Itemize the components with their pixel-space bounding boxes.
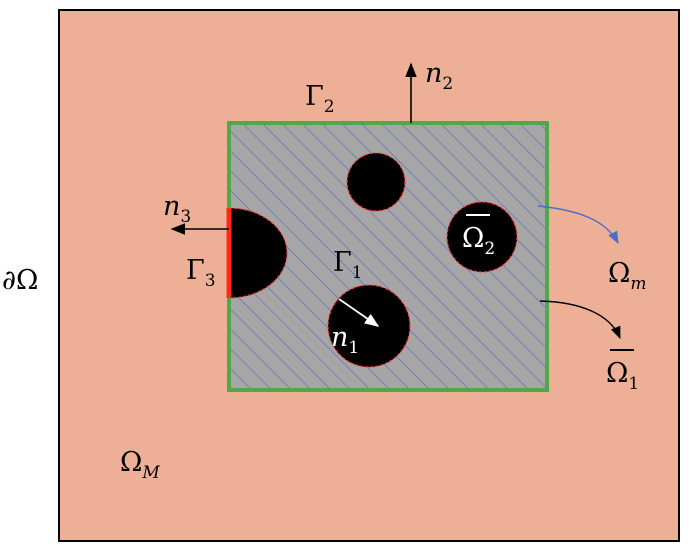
label-inclusion-domain-2-text: Ω2 <box>462 223 495 259</box>
label-normal1-sub: 1 <box>348 338 359 358</box>
label-inclusion-domain-1-text: Ω1 <box>606 358 639 394</box>
label-normal2-base: n <box>425 58 442 89</box>
normal1-arrow <box>338 298 380 327</box>
label-macro-domain-base: Ω <box>120 447 142 478</box>
label-normal3-sub: 3 <box>180 207 191 227</box>
label-normal3: n3 <box>163 191 191 227</box>
label-gamma1-base: Γ <box>333 247 352 278</box>
label-gamma1-sub: 1 <box>352 263 363 283</box>
label-gamma1: Γ1 <box>333 247 363 283</box>
label-gamma2-sub: 2 <box>324 97 335 117</box>
label-inclusion-domain-1: Ω1 <box>606 349 639 394</box>
label-outer-boundary-base: ∂Ω <box>2 265 38 296</box>
micro-domain-pointer-arrow <box>537 205 619 245</box>
label-normal1-base: n <box>331 322 348 353</box>
label-inclusion-domain-2-sub: 2 <box>484 239 495 259</box>
label-inclusion-domain-2-base: Ω <box>462 223 484 254</box>
label-micro-domain-base: Ω <box>608 258 630 289</box>
label-gamma3-base: Γ <box>186 255 205 286</box>
label-inclusion-domain-1-sub: 1 <box>628 374 639 394</box>
inclusion-right <box>446 201 518 273</box>
label-macro-domain-sub: M <box>141 463 160 483</box>
label-inclusion-domain-2: Ω2 <box>462 214 495 259</box>
label-gamma3-sub: 3 <box>205 271 216 291</box>
inclusion-domain-pointer-arrow <box>539 300 621 340</box>
inclusion-half-left <box>228 207 288 299</box>
label-micro-domain: Ωm <box>608 258 647 294</box>
inclusions <box>228 152 518 368</box>
label-normal3-base: n <box>163 191 180 222</box>
label-normal2: n2 <box>425 58 453 94</box>
label-normal2-sub: 2 <box>442 74 453 94</box>
label-gamma2-base: Γ <box>305 81 324 112</box>
label-inclusion-domain-1-base: Ω <box>606 358 628 389</box>
label-gamma2: Γ2 <box>305 81 335 117</box>
label-micro-domain-sub: m <box>630 274 646 294</box>
label-macro-domain: ΩM <box>120 447 160 483</box>
inclusion-small-top <box>346 152 406 212</box>
label-normal1: n1 <box>331 322 359 358</box>
label-outer-boundary: ∂Ω <box>2 265 38 296</box>
label-gamma3: Γ3 <box>186 255 216 291</box>
